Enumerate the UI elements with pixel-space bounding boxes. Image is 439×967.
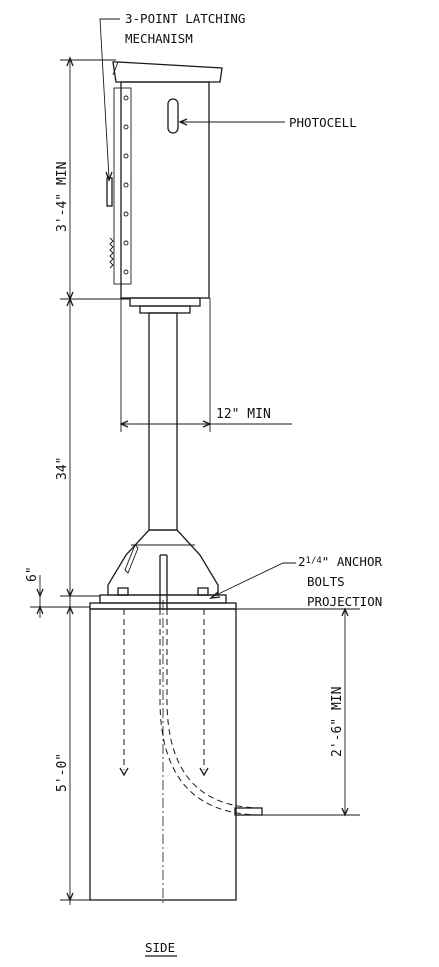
- pedestal-collar: [139, 305, 191, 314]
- anchor-nut-right: [197, 587, 209, 596]
- rivet: [123, 182, 129, 188]
- arrow: [341, 807, 349, 817]
- arrow: [36, 588, 44, 598]
- conduit-hidden-outer: [159, 609, 263, 816]
- foundation: [89, 600, 237, 905]
- latch-spring: [109, 237, 114, 269]
- rivet: [123, 211, 129, 217]
- arrow: [66, 588, 74, 598]
- base-access-slot: [124, 544, 139, 574]
- pedestal-pole: [148, 312, 178, 531]
- foundation-depth-dim: 5'-0": [55, 753, 70, 792]
- base-height-dim: 6": [25, 566, 40, 582]
- anchor-size-fraction: 1/4: [306, 556, 322, 566]
- latch-handle: [106, 177, 113, 207]
- door-edge: [113, 87, 122, 285]
- rivet: [123, 153, 129, 159]
- pedestal-flared-base: [107, 529, 219, 596]
- arrow: [341, 607, 349, 617]
- pedestal-height-dim: 34": [55, 457, 70, 480]
- cabinet-base-flange: [129, 297, 201, 307]
- leaders: [99, 18, 296, 599]
- photocell-label: PHOTOCELL: [289, 115, 357, 130]
- conduit-hidden-inner: [166, 609, 263, 809]
- arrow: [66, 297, 74, 307]
- arrow: [36, 605, 44, 615]
- cabinet-roof: [112, 61, 223, 83]
- latching-leader: [99, 18, 120, 179]
- arrow: [105, 171, 113, 182]
- arrow: [202, 420, 212, 428]
- right-dimension: [236, 607, 360, 817]
- rivet: [123, 95, 129, 101]
- anchor-label-line2: BOLTS: [307, 574, 345, 589]
- anchor-size-whole: 2: [298, 554, 306, 569]
- arrow: [208, 591, 221, 599]
- conduit: [159, 554, 263, 816]
- view-title: SIDE: [145, 940, 175, 955]
- anchor-depth-dim: 2'-6" MIN: [330, 687, 345, 757]
- arrow: [66, 892, 74, 902]
- photocell-shape: [167, 98, 179, 134]
- anchor-hook-left: [119, 767, 129, 777]
- roof-edge: [112, 61, 119, 76]
- anchor-hook-right: [199, 767, 209, 777]
- conduit-stub-out: [234, 807, 263, 816]
- cabinet: [106, 61, 223, 314]
- latching-label-line1: 3-POINT LATCHING: [125, 11, 245, 26]
- anchor-leader: [211, 562, 296, 598]
- pedestal: [89, 312, 237, 610]
- arrow: [66, 56, 74, 67]
- anchor-label-line3: PROJECTION: [307, 594, 382, 609]
- anchor-nut-left: [117, 587, 129, 596]
- anchor-label-line1: 21/4" ANCHOR: [298, 554, 382, 569]
- cabinet-height-dim: 3'-4" MIN: [55, 162, 70, 232]
- anchor-label-rest: " ANCHOR: [322, 554, 383, 569]
- width-dimension: [119, 298, 292, 432]
- cabinet-body: [120, 81, 210, 299]
- rivet: [123, 124, 129, 130]
- arrow: [178, 118, 188, 126]
- rivet: [123, 240, 129, 246]
- rivet: [123, 269, 129, 275]
- pedestal-width-dim: 12" MIN: [216, 407, 271, 422]
- latch-bar: [120, 87, 132, 285]
- arrow: [119, 420, 129, 428]
- arrow: [66, 605, 74, 615]
- latch-rivets: [123, 95, 129, 275]
- latching-label-line2: MECHANISM: [125, 31, 193, 46]
- left-dimensions: [30, 56, 130, 905]
